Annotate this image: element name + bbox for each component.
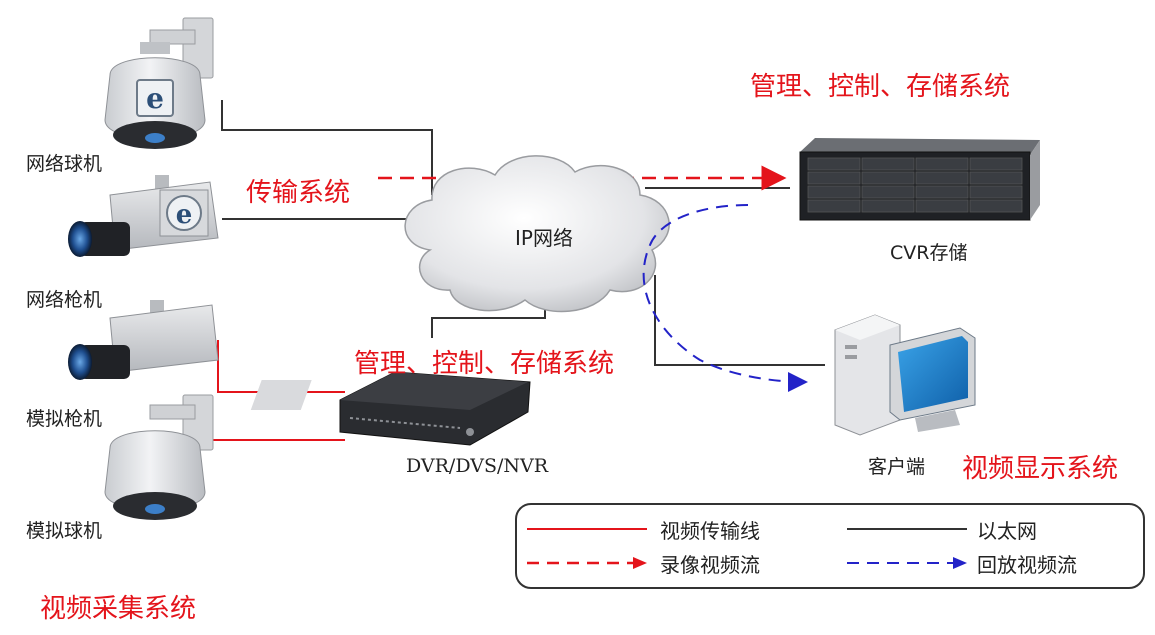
legend-symbols <box>527 528 967 569</box>
network-gun-label: 网络枪机 <box>26 289 103 311</box>
legend-record-stream-label: 录像视频流 <box>660 553 760 577</box>
dvr-device <box>250 371 531 446</box>
svg-text:e: e <box>146 82 164 115</box>
management-title-mid: 管理、控制、存储系统 <box>354 349 615 379</box>
client-pc <box>834 314 976 436</box>
analog-dome-label: 模拟球机 <box>26 520 103 542</box>
capture-title: 视频采集系统 <box>40 594 197 624</box>
cvr-storage <box>799 138 1040 221</box>
network-dome-camera: e <box>104 17 214 149</box>
cvr-storage-label: CVR存储 <box>890 242 968 264</box>
transmission-title: 传输系统 <box>246 178 351 208</box>
ip-cloud <box>404 155 670 313</box>
dvr-label: DVR/DVS/NVR <box>406 455 549 477</box>
legend-playback-stream-label: 回放视频流 <box>977 553 1077 577</box>
client-label: 客户端 <box>868 456 926 478</box>
ethernet-lines <box>221 100 825 366</box>
analog-gun-camera <box>68 300 219 380</box>
display-title: 视频显示系统 <box>962 454 1119 484</box>
network-gun-camera: e <box>68 175 219 257</box>
legend-video-line-label: 视频传输线 <box>660 519 760 543</box>
ip-network-label: IP网络 <box>515 226 573 250</box>
management-title-top: 管理、控制、存储系统 <box>750 72 1011 102</box>
analog-dome-camera <box>104 394 214 520</box>
analog-gun-label: 模拟枪机 <box>26 408 103 430</box>
legend-ethernet-label: 以太网 <box>977 519 1037 543</box>
svg-text:e: e <box>176 200 193 230</box>
playback-stream-arrow <box>642 204 808 392</box>
legend: 视频传输线 以太网 录像视频流 回放视频流 <box>515 503 1145 589</box>
network-dome-label: 网络球机 <box>26 153 103 175</box>
